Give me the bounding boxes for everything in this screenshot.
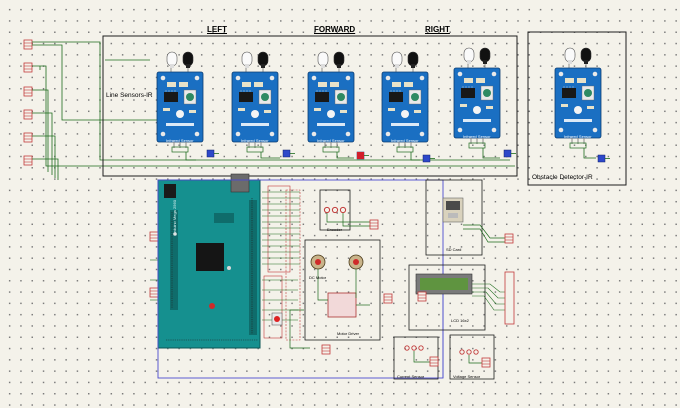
lcd-module[interactable] xyxy=(408,264,515,331)
motor-driver-label: Motor Driver xyxy=(337,331,360,336)
sensor-caption-1: Infrared Sensor xyxy=(166,138,194,143)
ir-sensor-right-1[interactable] xyxy=(453,47,501,149)
dc-motor-label: DC Motor xyxy=(309,275,327,280)
left-terminal-column xyxy=(23,39,515,180)
sensor-caption-6: Infrared Sensor xyxy=(564,134,592,139)
pin-headers xyxy=(263,185,301,341)
sd-card-label: SD Card xyxy=(446,247,462,252)
arduino-left-terminals xyxy=(149,231,159,298)
voltage-sensor-module[interactable] xyxy=(449,334,495,380)
heading-left: LEFT xyxy=(207,25,227,34)
line-sensors-label: Line Sensors-IR xyxy=(106,92,153,99)
current-sensor-label: Current Sensor xyxy=(397,374,425,379)
sensor-caption-3: Infrared Sensor xyxy=(317,138,345,143)
sensor-caption-2: Infrared Sensor xyxy=(241,138,269,143)
arduino-caption: Arduino Mega 2560 xyxy=(172,200,177,235)
current-sensor-module[interactable] xyxy=(393,336,439,380)
ir-sensor-left-2[interactable] xyxy=(231,51,279,153)
voltage-sensor-label: Voltage Sensor xyxy=(453,374,481,379)
obstacle-detector-frame xyxy=(527,31,627,186)
sd-card-module[interactable] xyxy=(425,179,514,256)
line-sensors-frame xyxy=(102,35,518,177)
motor-driver-module[interactable] xyxy=(271,239,393,355)
logic-probe-icons xyxy=(206,149,611,163)
lcd-label: LCD 16x2 xyxy=(451,318,469,323)
heading-forward: FORWARD xyxy=(314,25,356,34)
arduino-mega-board[interactable] xyxy=(157,173,261,349)
ir-sensor-forward-1[interactable] xyxy=(307,51,355,153)
sensor-caption-4: Infrared Sensor xyxy=(391,138,419,143)
encoder-module[interactable] xyxy=(319,189,379,231)
ir-sensor-obstacle[interactable] xyxy=(554,47,602,149)
heading-right: RIGHT xyxy=(425,25,450,34)
obstacle-detector-label: Obstacle Detector-IR xyxy=(532,174,593,181)
sensor-caption-5: Infrared Sensor xyxy=(463,134,491,139)
encoder-label: Encoder xyxy=(327,227,342,232)
ir-sensor-left-1[interactable] xyxy=(156,51,204,153)
ir-sensor-forward-2[interactable] xyxy=(381,51,429,153)
